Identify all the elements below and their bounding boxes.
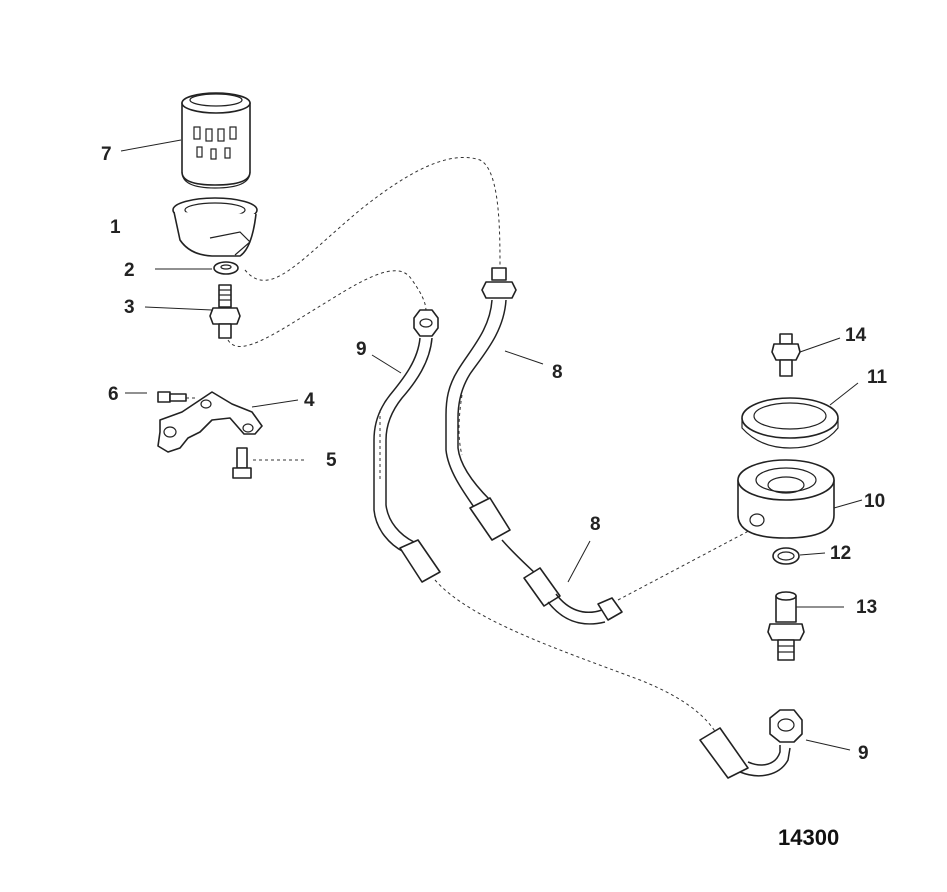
oil-line-lower-8 xyxy=(501,539,623,625)
oil-line-lower-9 xyxy=(699,709,851,779)
callout-10: 10 xyxy=(864,491,885,512)
sandwich-adapter xyxy=(737,459,863,539)
callout-6: 6 xyxy=(108,384,119,405)
callout-12: 12 xyxy=(830,543,851,564)
center-stud xyxy=(767,591,844,661)
adapter-fitting xyxy=(144,284,241,339)
figure-number: 14300 xyxy=(778,825,839,850)
callout-2: 2 xyxy=(124,260,135,281)
oil-line-upper-8 xyxy=(445,267,544,541)
mounting-bracket xyxy=(157,391,299,453)
callout-4: 4 xyxy=(304,390,315,411)
o-ring xyxy=(772,547,826,565)
callout-8-lower: 8 xyxy=(590,514,601,535)
callout-13: 13 xyxy=(856,597,877,618)
callout-14: 14 xyxy=(845,325,867,346)
callout-9-upper: 9 xyxy=(356,339,367,360)
callout-9-lower: 9 xyxy=(858,743,869,764)
callout-3: 3 xyxy=(124,297,135,318)
bracket-bolt xyxy=(232,447,252,479)
callout-11: 11 xyxy=(867,367,888,388)
seal-ring xyxy=(741,382,859,449)
nipple-fitting xyxy=(771,333,841,377)
bracket-screw xyxy=(125,391,187,403)
callout-5: 5 xyxy=(326,450,337,471)
callout-labels: 7 1 2 3 6 4 5 9 8 8 14 11 10 12 13 9 xyxy=(101,144,888,764)
callout-7: 7 xyxy=(101,144,112,165)
callout-8-upper: 8 xyxy=(552,362,563,383)
callout-1: 1 xyxy=(110,217,121,238)
adapter-washer xyxy=(155,261,239,275)
filter-adapter xyxy=(172,197,258,257)
oil-line-upper-9 xyxy=(371,309,441,583)
oil-filter xyxy=(120,92,251,189)
routing-lines xyxy=(186,156,761,741)
